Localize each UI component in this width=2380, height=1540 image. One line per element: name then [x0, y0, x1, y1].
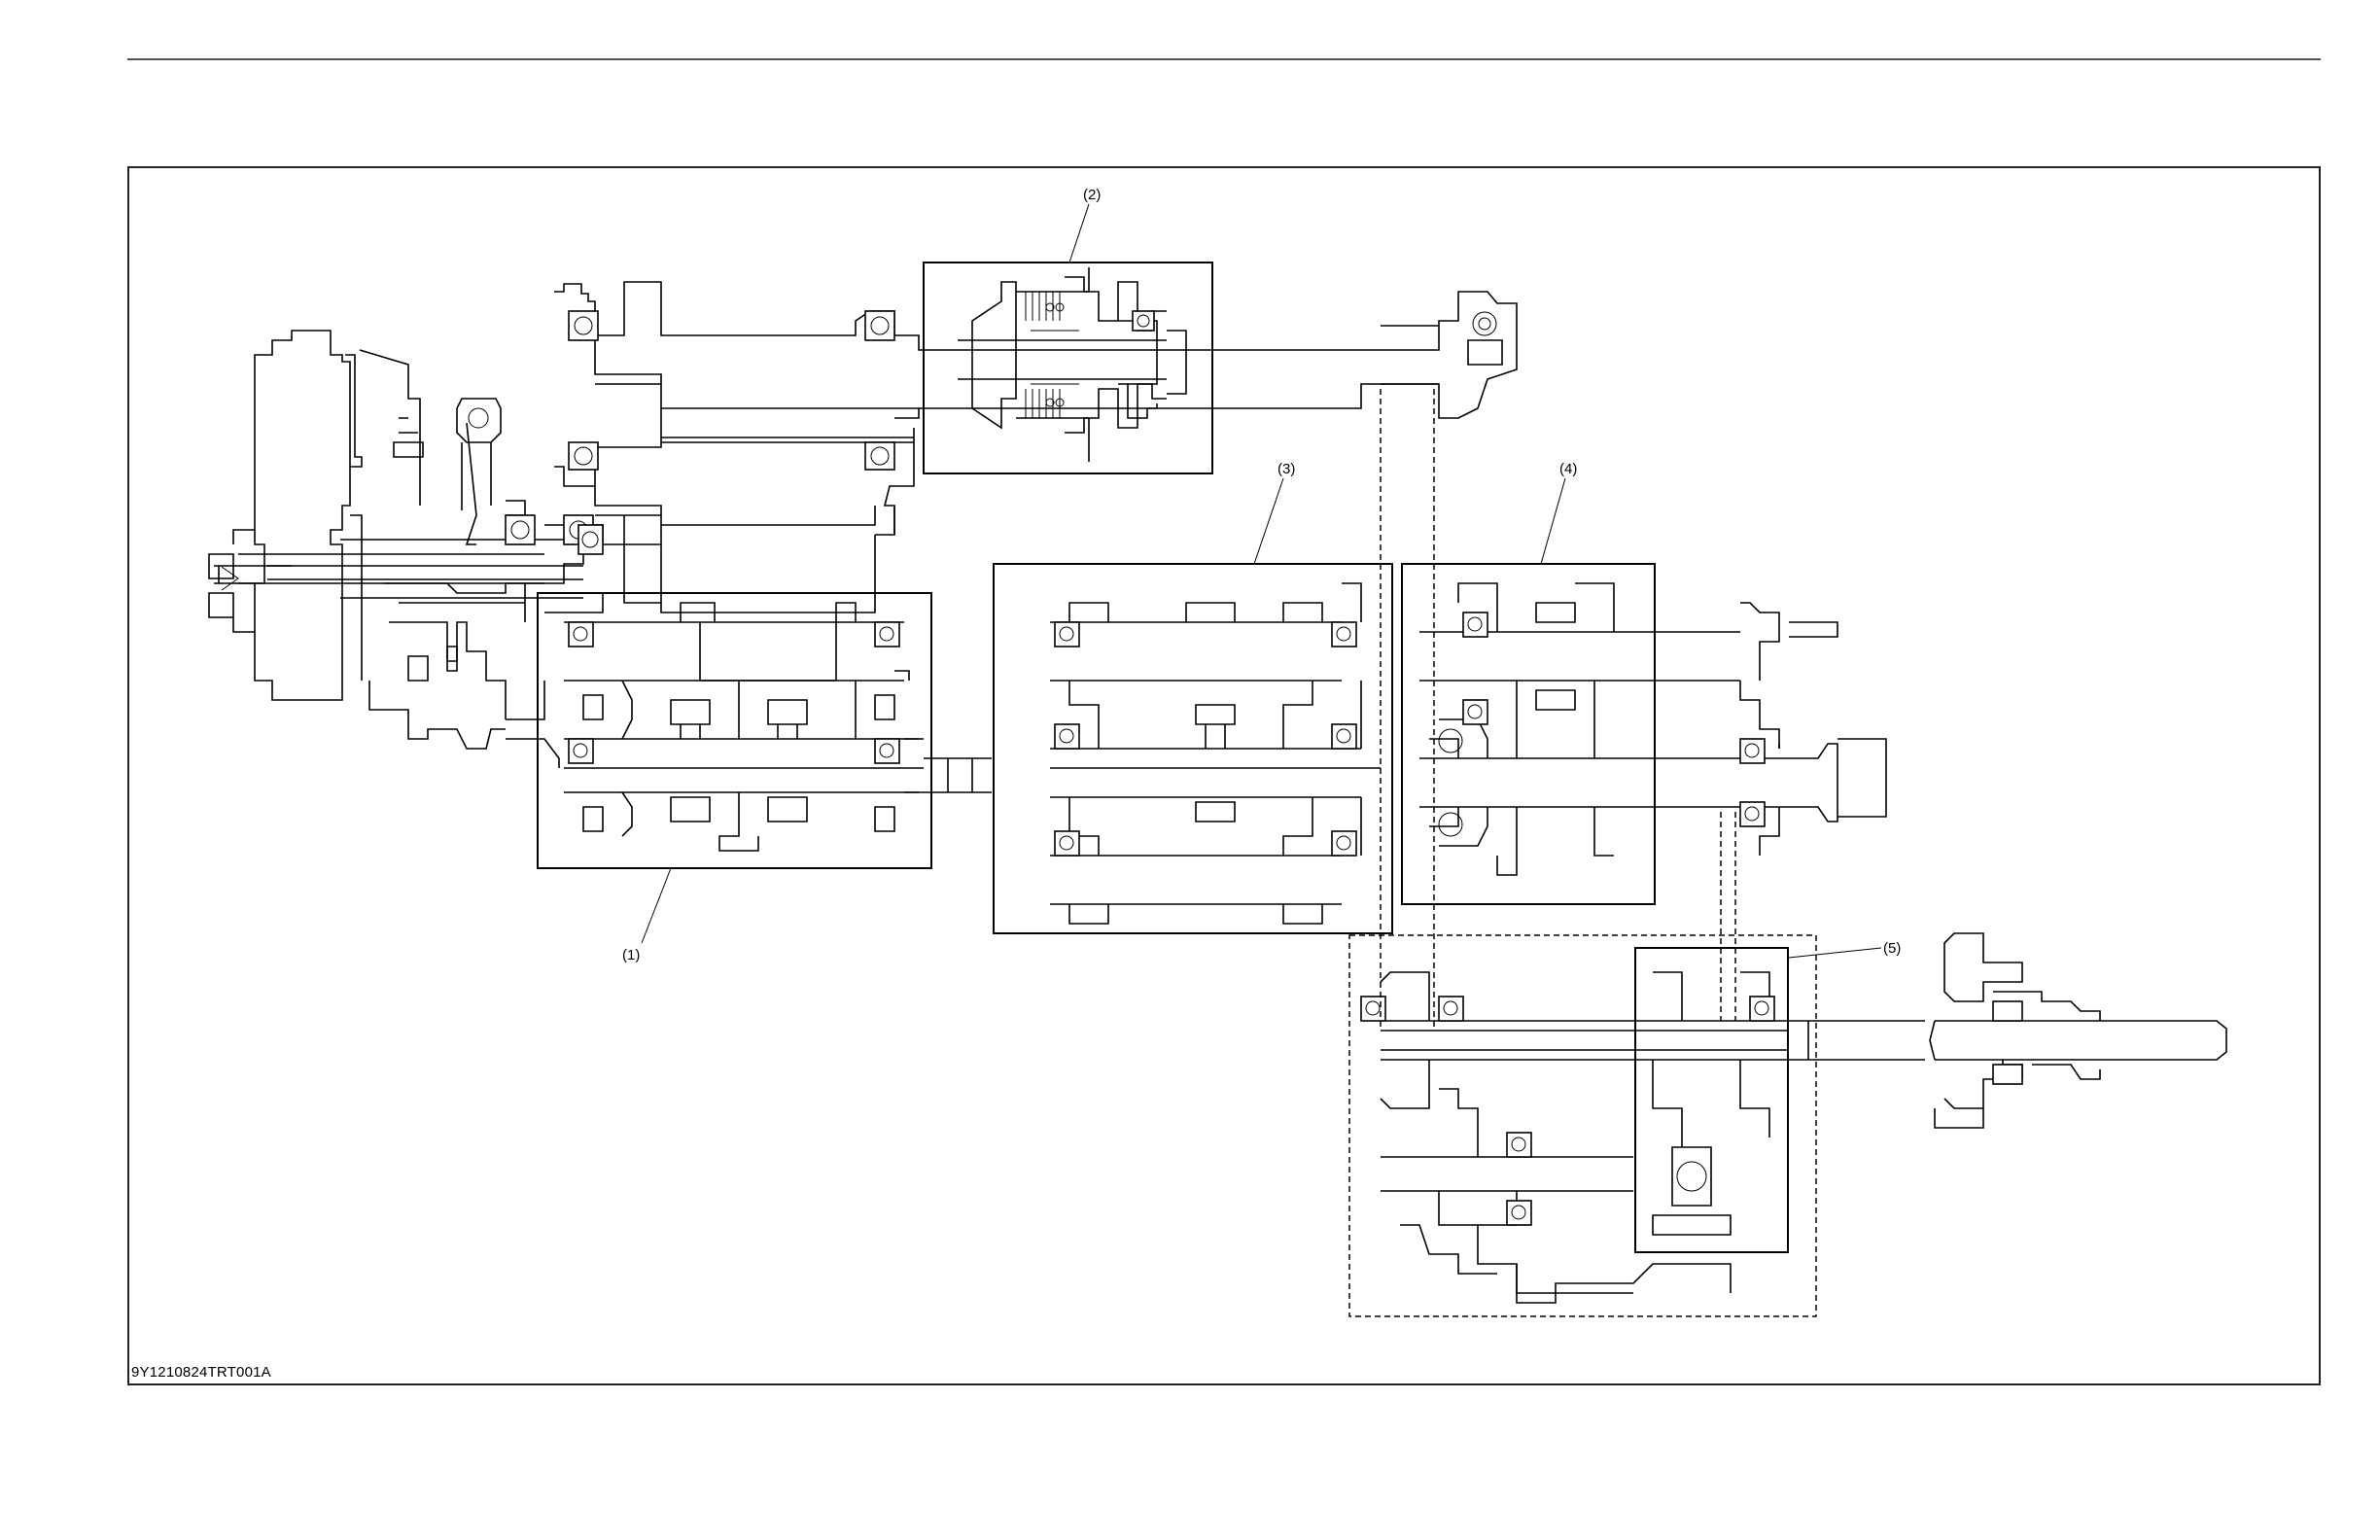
- section-2-clutch-pack: [924, 262, 1212, 473]
- callout-label-4: (4): [1559, 461, 1577, 477]
- figure-id-label: 9Y1210824TRT001A: [131, 1364, 271, 1381]
- clutch-housing: [209, 331, 583, 768]
- section-3-gear-train: [994, 564, 1392, 933]
- bearings-upper: [506, 311, 894, 554]
- section-5-pto-assembly: [1349, 389, 1816, 1316]
- output-shaft: [1653, 603, 1886, 856]
- rear-pto-shaft: [1789, 933, 2226, 1128]
- callout-label-3: (3): [1278, 461, 1295, 477]
- leader-lines: [642, 204, 1881, 958]
- callout-label-5: (5): [1883, 940, 1901, 957]
- section-4-differential: [1402, 564, 1655, 904]
- callout-label-1: (1): [622, 947, 640, 963]
- callout-label-2: (2): [1083, 187, 1101, 203]
- countershaft-link: [924, 758, 992, 792]
- section-1-gear-train: [538, 593, 931, 868]
